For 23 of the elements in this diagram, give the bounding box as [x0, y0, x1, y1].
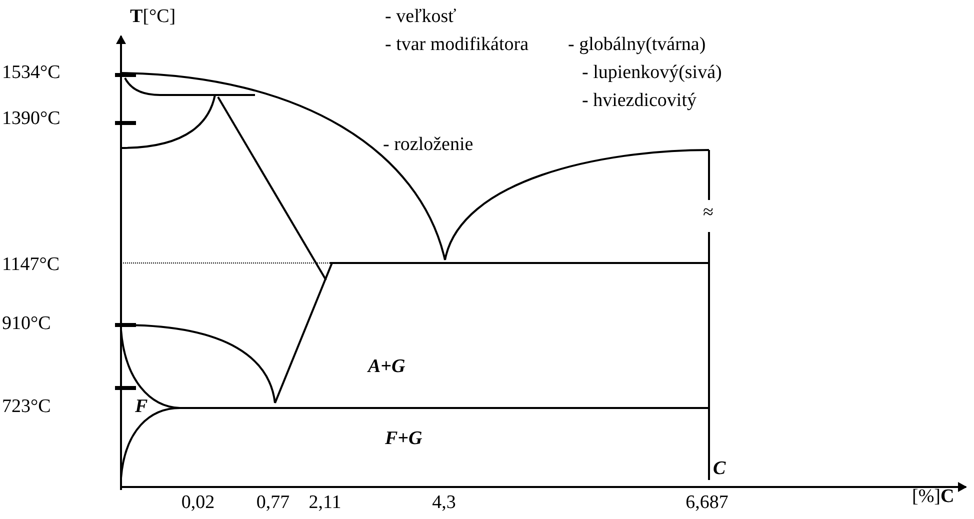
note-text: - globálny(tvárna) — [568, 34, 706, 56]
tick-label: 4,3 — [432, 492, 456, 514]
tick-label: 2,11 — [308, 492, 342, 514]
temperature-label: 1390°C — [2, 108, 60, 130]
note-text: - rozloženie — [383, 134, 474, 156]
axis-title: [%]C — [912, 486, 954, 508]
tick-label: 0,02 — [181, 492, 215, 514]
note-text: - lupienkový(sivá) — [582, 62, 722, 84]
note-text: - tvar modifikátora — [385, 34, 529, 56]
tick-label: 0,77 — [256, 492, 290, 514]
temperature-label: 1147°C — [2, 254, 60, 276]
note-text: - hviezdicovitý — [582, 90, 696, 112]
temperature-label: 910°C — [2, 313, 51, 335]
tick-label: 6,687 — [686, 492, 728, 514]
phase-label: C — [713, 458, 726, 480]
axis-title: T[°C] — [130, 6, 176, 28]
temperature-label: 1534°C — [2, 62, 60, 84]
note-text: - veľkosť — [385, 6, 456, 28]
phase-label: A+G — [368, 356, 406, 378]
temperature-label: 723°C — [2, 396, 51, 418]
phase-label: F — [135, 396, 148, 418]
phase-label: F+G — [385, 428, 422, 450]
axis-break-mark: ≈ — [703, 202, 714, 224]
